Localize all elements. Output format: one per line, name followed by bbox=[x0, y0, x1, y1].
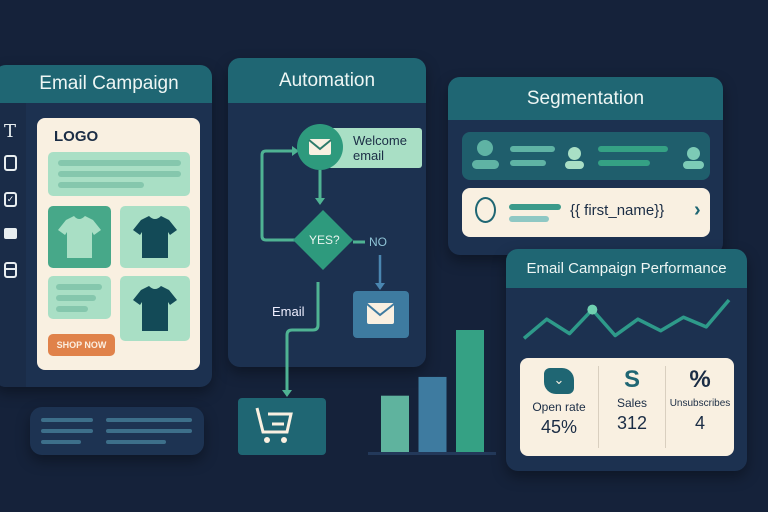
stat-sales: S Sales 312 bbox=[599, 358, 665, 456]
bar bbox=[418, 376, 447, 452]
welcome-label-bg bbox=[328, 128, 422, 168]
tshirt-icon bbox=[58, 216, 101, 258]
product-tile[interactable] bbox=[48, 206, 111, 268]
segmentation-header: Segmentation bbox=[448, 77, 723, 120]
shop-now-button[interactable]: SHOP NOW bbox=[48, 334, 115, 356]
stat-value: 312 bbox=[616, 413, 648, 433]
no-label: NO bbox=[369, 235, 387, 249]
clock-tag-icon: ⌄ bbox=[544, 368, 574, 394]
text-block bbox=[48, 276, 111, 319]
envelope-icon bbox=[309, 139, 331, 155]
button-block-icon[interactable] bbox=[4, 228, 17, 239]
tool-sidebar bbox=[0, 103, 26, 387]
bar-chart bbox=[368, 330, 496, 455]
email-campaign-header: Email Campaign bbox=[0, 65, 212, 103]
product-tile[interactable] bbox=[120, 206, 190, 268]
stats-card: ⌄ Open rate 45% S Sales 312 % Unsubscrib… bbox=[520, 358, 734, 456]
bar bbox=[456, 330, 484, 452]
decision-label: YES? bbox=[309, 233, 340, 247]
text-icon[interactable]: T bbox=[4, 121, 17, 142]
line-chart bbox=[522, 298, 731, 340]
stat-value: 45% bbox=[540, 417, 578, 437]
email-preview: LOGO SHOP NOW bbox=[37, 118, 200, 370]
cart-icon bbox=[255, 407, 293, 434]
performance-header: Email Campaign Performance bbox=[506, 249, 747, 288]
tshirt-icon bbox=[133, 216, 177, 258]
loop-connector bbox=[260, 149, 296, 242]
user-icon bbox=[568, 147, 581, 160]
stat-value: 4 bbox=[694, 413, 705, 433]
email-campaign-panel: Email Campaign T ✓ LOGO SHOP NOW bbox=[0, 65, 212, 387]
cart-node bbox=[238, 398, 326, 455]
user-icon bbox=[477, 140, 493, 156]
first-name-token: {{ first_name}} bbox=[570, 202, 665, 219]
arrowhead bbox=[282, 390, 292, 397]
email-branch-label: Email bbox=[272, 304, 305, 319]
arrowhead bbox=[315, 198, 325, 205]
personalization-row[interactable]: {{ first_name}} › bbox=[462, 188, 710, 237]
stat-open-rate: ⌄ Open rate 45% bbox=[520, 358, 598, 456]
performance-panel: Email Campaign Performance ⌄ Open rate 4… bbox=[506, 249, 747, 471]
arrowhead bbox=[292, 146, 299, 156]
checkbox-icon[interactable]: ✓ bbox=[4, 192, 17, 207]
stat-label: Unsubscribes bbox=[669, 398, 731, 409]
trend-line bbox=[522, 298, 731, 340]
highlight-point bbox=[587, 304, 598, 315]
user-avatar-icon bbox=[475, 197, 496, 223]
bar-baseline bbox=[368, 452, 496, 455]
welcome-line-1: Welcome bbox=[353, 133, 407, 148]
stat-unsubscribes: % Unsubscribes 4 bbox=[666, 358, 734, 456]
layout-icon[interactable] bbox=[4, 262, 17, 278]
segment-row[interactable] bbox=[462, 132, 710, 180]
text-block bbox=[48, 152, 190, 196]
chevron-right-icon[interactable]: › bbox=[694, 199, 701, 221]
flow-connector bbox=[285, 282, 320, 390]
stat-label: Sales bbox=[616, 396, 648, 410]
stat-label: Open rate bbox=[532, 400, 586, 414]
percent-icon: % bbox=[689, 366, 711, 393]
tshirt-icon bbox=[133, 286, 177, 331]
sales-icon: S bbox=[623, 366, 640, 393]
user-icon bbox=[687, 147, 700, 160]
list-card bbox=[30, 407, 204, 455]
image-icon[interactable] bbox=[4, 155, 17, 171]
segmentation-panel: Segmentation {{ first_name}} › bbox=[448, 77, 723, 255]
logo: LOGO bbox=[54, 128, 99, 145]
welcome-line-2: email bbox=[353, 148, 385, 163]
decision-node bbox=[293, 210, 353, 270]
automation-header: Automation bbox=[228, 58, 426, 103]
bar bbox=[381, 395, 409, 452]
arrowhead bbox=[375, 283, 385, 290]
product-tile[interactable] bbox=[120, 276, 190, 341]
